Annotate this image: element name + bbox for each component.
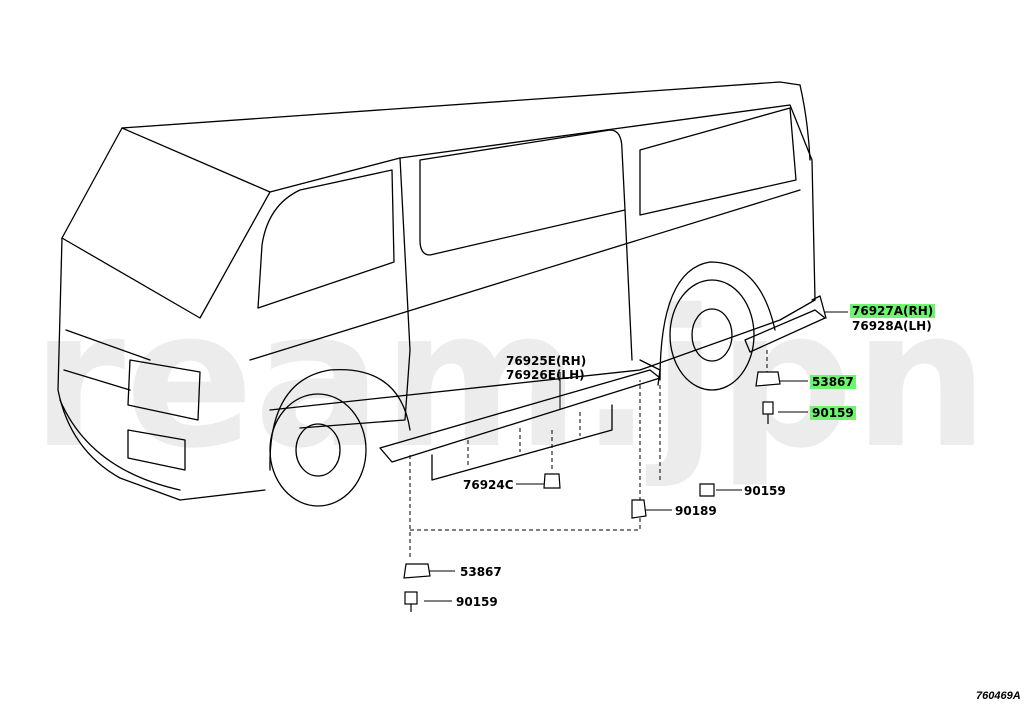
van-roof-line	[121, 127, 271, 193]
body-belt-line	[249, 189, 801, 361]
clip-nut-rear	[755, 371, 781, 387]
grille-line-1	[65, 329, 151, 361]
front-wheel	[269, 393, 367, 507]
side-window	[419, 129, 626, 256]
grille-line-2	[63, 369, 131, 391]
callout-90159-mid: 90159	[744, 484, 786, 498]
front-hub	[295, 423, 341, 477]
callout-90159-rear: 90159	[810, 406, 856, 420]
callout-53867-front: 53867	[460, 565, 502, 579]
leader-front-fastener-h	[410, 380, 641, 531]
rear-hub	[691, 308, 733, 362]
diagram-reference: 760469A	[976, 690, 1021, 702]
van-roof-outline	[61, 81, 801, 239]
front-door	[269, 157, 411, 429]
callout-76925E: 76925E(RH)	[506, 354, 587, 368]
van-roof-rear	[799, 84, 811, 161]
rear-step-molding	[744, 309, 826, 353]
bolt-90189	[631, 499, 647, 519]
rear-window	[639, 107, 797, 216]
fog-lamp	[127, 429, 186, 471]
callout-76927A: 76927A(RH)	[850, 304, 936, 318]
callout-76928A: 76928A(LH)	[852, 319, 932, 333]
door-split	[624, 209, 633, 361]
callout-53867-rear: 53867	[810, 375, 856, 389]
rear-wheel-arch	[659, 261, 776, 381]
front-door-window	[257, 169, 395, 309]
side-body-top	[399, 104, 816, 301]
callout-76924C: 76924C	[463, 478, 514, 492]
bumper	[59, 399, 181, 491]
clip-nut-front	[403, 563, 431, 579]
rear-wheel	[669, 279, 755, 391]
clip-76924C	[543, 473, 561, 489]
screw-head-rear	[762, 401, 774, 415]
front-wheel-arch	[269, 369, 411, 471]
callout-76926E: 76926E(LH)	[506, 368, 585, 382]
van-front	[57, 237, 266, 501]
clip-row	[431, 404, 613, 481]
bolt-90159-mid	[699, 483, 715, 497]
callout-90159-front: 90159	[456, 595, 498, 609]
screw-head-front	[404, 591, 418, 605]
side-step-bracket	[639, 359, 661, 386]
callout-90189: 90189	[675, 504, 717, 518]
windshield	[61, 191, 271, 319]
rear-step-bracket	[811, 295, 827, 319]
body-lower	[269, 299, 816, 411]
